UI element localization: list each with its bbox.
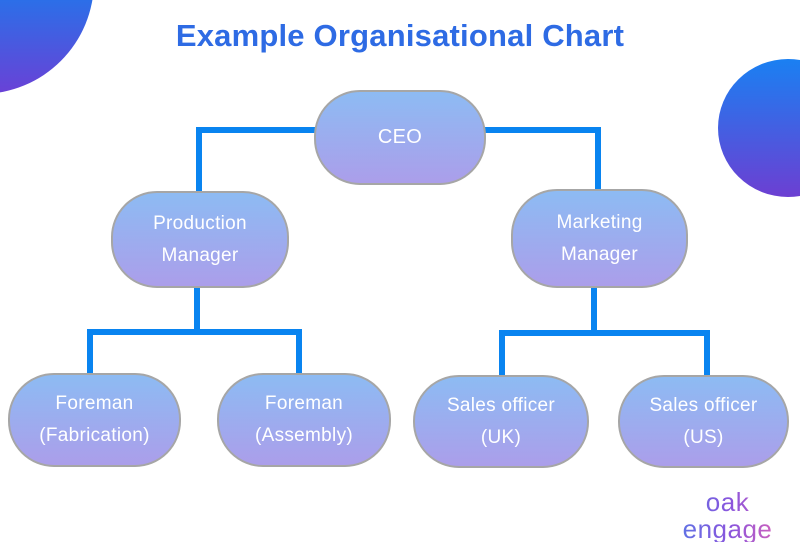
connector-foreman-fabrication-drop: [87, 329, 93, 375]
decorative-circle-top-right-icon: [718, 59, 800, 197]
org-node-foreman-fabrication: Foreman (Fabrication): [8, 373, 181, 467]
org-node-sales-officer-us: Sales officer (US): [618, 375, 789, 468]
org-node-sales-officer-uk: Sales officer (UK): [413, 375, 589, 468]
org-node-label: (Fabrication): [39, 425, 150, 446]
connector-ceo-marketing-horizontal: [485, 127, 601, 133]
org-node-foreman-assembly: Foreman (Assembly): [217, 373, 391, 467]
connector-ceo-marketing-vertical: [595, 127, 601, 191]
org-node-label: Production: [153, 212, 247, 234]
connector-marketing-stem: [591, 286, 597, 336]
connector-foreman-assembly-drop: [296, 329, 302, 375]
logo-word-engage: engage: [682, 513, 773, 544]
logo-word-oak: oak: [705, 487, 750, 517]
page-title: Example Organisational Chart: [175, 18, 625, 53]
org-node-label: (UK): [480, 426, 522, 448]
org-node-marketing-manager: Marketing Manager: [511, 189, 688, 288]
connector-ceo-production-vertical: [196, 127, 202, 193]
org-node-production-manager: Production Manager: [111, 191, 289, 288]
org-node-label: (US): [683, 426, 724, 448]
org-node-label: CEO: [377, 125, 423, 148]
connector-production-branch-horizontal: [87, 329, 302, 335]
connector-sales-uk-drop: [499, 330, 505, 377]
org-node-label: Manager: [161, 244, 239, 266]
org-node-label: Sales officer: [446, 394, 556, 416]
org-node-label: Sales officer: [649, 394, 758, 416]
connector-sales-us-drop: [704, 330, 710, 377]
connector-production-stem: [194, 286, 200, 335]
org-node-ceo: CEO: [314, 90, 486, 185]
org-node-label: Foreman: [264, 393, 344, 415]
connector-ceo-production-horizontal: [196, 127, 315, 133]
org-node-label: Foreman: [55, 393, 134, 415]
org-node-label: Manager: [560, 243, 639, 265]
connector-marketing-branch-horizontal: [499, 330, 710, 336]
org-node-label: Marketing: [556, 211, 643, 233]
oak-engage-logo: oak engage: [655, 489, 800, 542]
org-node-label: (Assembly): [254, 425, 353, 446]
